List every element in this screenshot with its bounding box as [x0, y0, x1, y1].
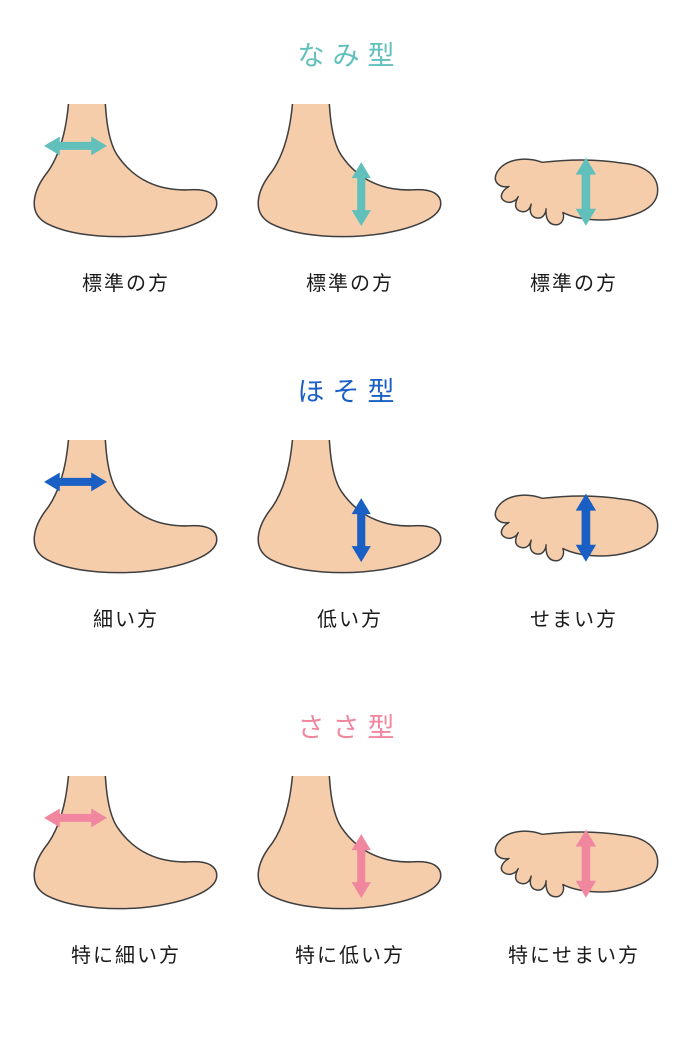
foot-top-shape	[494, 158, 659, 226]
figure-label: 標準の方	[306, 273, 394, 295]
figure-label: 標準の方	[82, 273, 170, 295]
section-sasa: ささ型 特に細い方 特に低い方	[0, 706, 700, 968]
foot-top-illustration	[494, 493, 659, 562]
figure-foot-width: せまい方	[462, 433, 686, 632]
figure-instep-height: 特に低い方	[238, 769, 462, 968]
foot-top-shape	[494, 830, 659, 898]
foot-side-shape	[33, 104, 218, 238]
figure-label: せまい方	[530, 609, 618, 631]
foot-side-illustration	[257, 440, 442, 574]
foot-top-illustration	[494, 829, 659, 898]
section-nami: なみ型 標準の方 標準の方	[0, 34, 700, 296]
section-title-hoso: ほそ型	[297, 377, 403, 407]
figure-foot-width: 特にせまい方	[462, 769, 686, 968]
figure-label: 細い方	[93, 609, 159, 631]
figure-ankle-width: 標準の方	[14, 97, 238, 296]
figure-label: 低い方	[317, 609, 383, 631]
foot-side-shape	[257, 776, 442, 910]
figure-row: 特に細い方 特に低い方 特にせまい方	[14, 769, 686, 968]
figure-ankle-width: 特に細い方	[14, 769, 238, 968]
figure-ankle-width: 細い方	[14, 433, 238, 632]
foot-side-shape	[257, 440, 442, 574]
figure-row: 標準の方 標準の方 標準の方	[14, 97, 686, 296]
figure-label: 特に低い方	[295, 945, 405, 967]
foot-side-illustration	[257, 104, 442, 238]
foot-top-illustration	[494, 157, 659, 226]
figure-row: 細い方 低い方 せまい方	[14, 433, 686, 632]
figure-label: 標準の方	[530, 273, 618, 295]
foot-side-illustration	[33, 104, 218, 238]
section-title-nami: なみ型	[297, 41, 403, 71]
figure-foot-width: 標準の方	[462, 97, 686, 296]
section-hoso: ほそ型 細い方 低い方	[0, 370, 700, 632]
figure-instep-height: 標準の方	[238, 97, 462, 296]
foot-side-illustration	[33, 776, 218, 910]
foot-side-shape	[33, 440, 218, 574]
figure-label: 特に細い方	[71, 945, 181, 967]
foot-side-illustration	[33, 440, 218, 574]
foot-type-diagram: なみ型 標準の方 標準の方	[0, 34, 700, 968]
figure-label: 特にせまい方	[508, 945, 640, 967]
foot-top-shape	[494, 494, 659, 562]
section-title-sasa: ささ型	[297, 713, 403, 743]
foot-side-illustration	[257, 776, 442, 910]
figure-instep-height: 低い方	[238, 433, 462, 632]
foot-side-shape	[33, 776, 218, 910]
foot-side-shape	[257, 104, 442, 238]
